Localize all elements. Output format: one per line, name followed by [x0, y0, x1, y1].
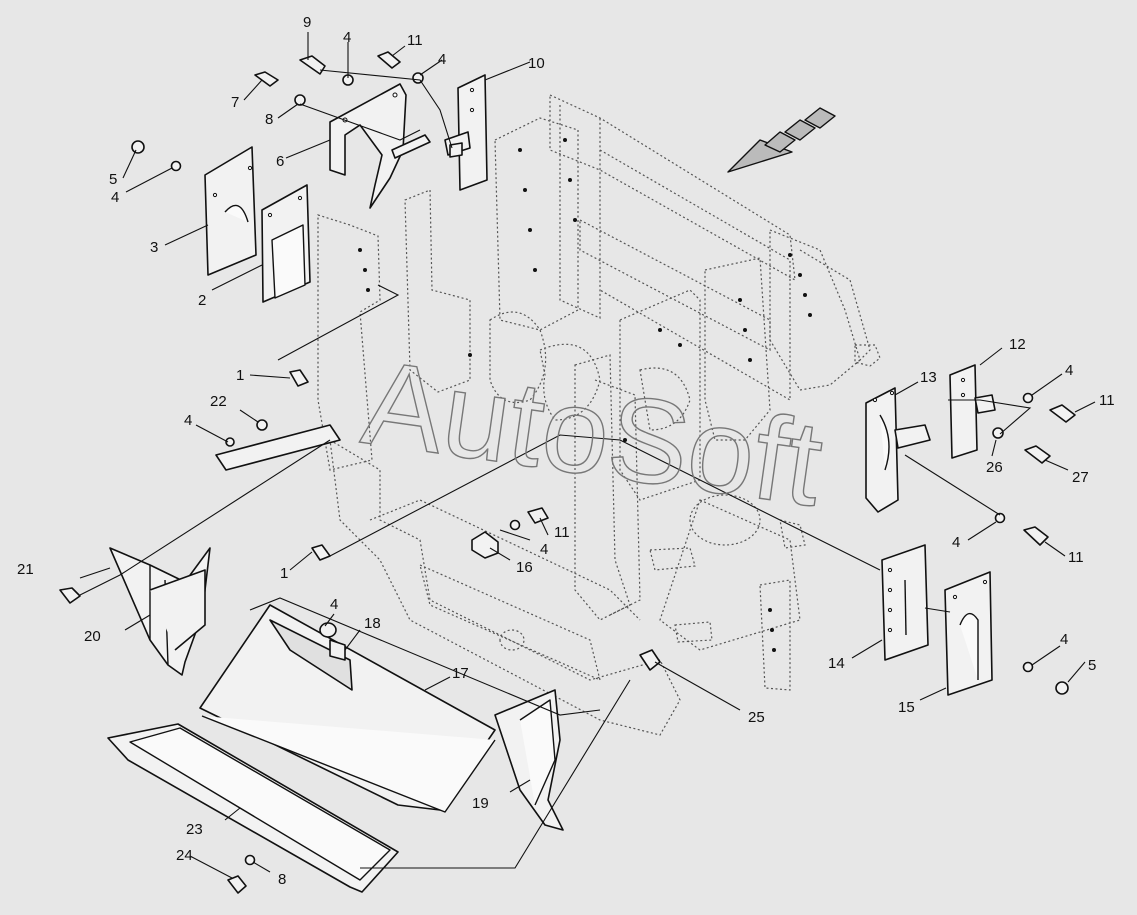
part-16-clip — [471, 531, 499, 559]
lower-left-parts-group — [59, 369, 661, 894]
callout-4: 4 — [184, 412, 192, 429]
callout-18: 18 — [364, 615, 381, 632]
watermark: AutoSoft — [355, 334, 831, 532]
callout-1: 1 — [280, 565, 288, 582]
part-10-strip — [457, 74, 488, 191]
callout-4: 4 — [1065, 362, 1073, 379]
callout-11: 11 — [554, 524, 570, 541]
callout-17: 17 — [452, 665, 469, 682]
callout-7: 7 — [231, 94, 239, 111]
callout-5: 5 — [109, 171, 117, 188]
callout-6: 6 — [276, 153, 284, 170]
callout-13: 13 — [920, 369, 937, 386]
leader-lines — [79, 32, 1096, 879]
callout-11: 11 — [407, 32, 423, 49]
callout-26: 26 — [986, 459, 1003, 476]
callout-27: 27 — [1072, 469, 1089, 486]
callout-23: 23 — [186, 821, 203, 838]
callout-22: 22 — [210, 393, 227, 410]
callout-10: 10 — [528, 55, 545, 72]
callout-21: 21 — [17, 561, 34, 578]
callout-15: 15 — [898, 699, 915, 716]
part-6-plate — [329, 83, 407, 209]
right-side-parts-group — [865, 364, 1076, 696]
callout-4: 4 — [111, 189, 119, 206]
callout-19: 19 — [472, 795, 489, 812]
callout-16: 16 — [516, 559, 533, 576]
part-12-strip — [949, 364, 978, 459]
callout-4: 4 — [330, 596, 338, 613]
watermark-text: AutoSoft — [356, 335, 830, 532]
callout-labels: 9 4 11 4 10 7 8 6 5 4 3 2 1 22 4 21 20 1… — [17, 14, 1115, 888]
callout-25: 25 — [748, 709, 765, 726]
part-13-plate — [865, 387, 899, 513]
callout-8: 8 — [265, 111, 273, 128]
upper-left-shield-group — [131, 51, 488, 303]
callout-12: 12 — [1009, 336, 1026, 353]
callout-5: 5 — [1088, 657, 1096, 674]
callout-11: 11 — [1068, 549, 1084, 566]
callout-4: 4 — [1060, 631, 1068, 648]
callout-9: 9 — [303, 14, 311, 31]
callout-11: 11 — [1099, 392, 1115, 409]
callout-4: 4 — [540, 541, 548, 558]
frame-bolt-holes — [358, 138, 812, 652]
callout-4: 4 — [343, 29, 351, 46]
callout-8: 8 — [278, 871, 286, 888]
callout-4: 4 — [952, 534, 960, 551]
callout-1: 1 — [236, 367, 244, 384]
callout-24: 24 — [176, 847, 193, 864]
direction-arrow-icon — [727, 107, 836, 173]
callout-4: 4 — [438, 51, 446, 68]
callout-3: 3 — [150, 239, 158, 256]
callout-20: 20 — [84, 628, 101, 645]
callout-14: 14 — [828, 655, 845, 672]
part-6-bracket — [391, 134, 431, 159]
callout-2: 2 — [198, 292, 206, 309]
